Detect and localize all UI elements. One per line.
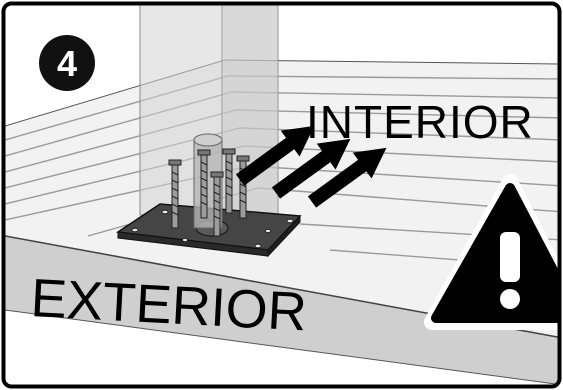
arrow-3 [307,147,387,208]
step-number: 4 [57,43,77,84]
arrow-2 [271,138,351,199]
warning-triangle-icon [424,174,558,330]
interior-label: INTERIOR [306,96,534,148]
step-badge: 4 [39,35,95,91]
arrow-1 [235,125,315,186]
direction-arrows [235,125,387,208]
exterior-label: EXTERIOR [29,268,308,342]
